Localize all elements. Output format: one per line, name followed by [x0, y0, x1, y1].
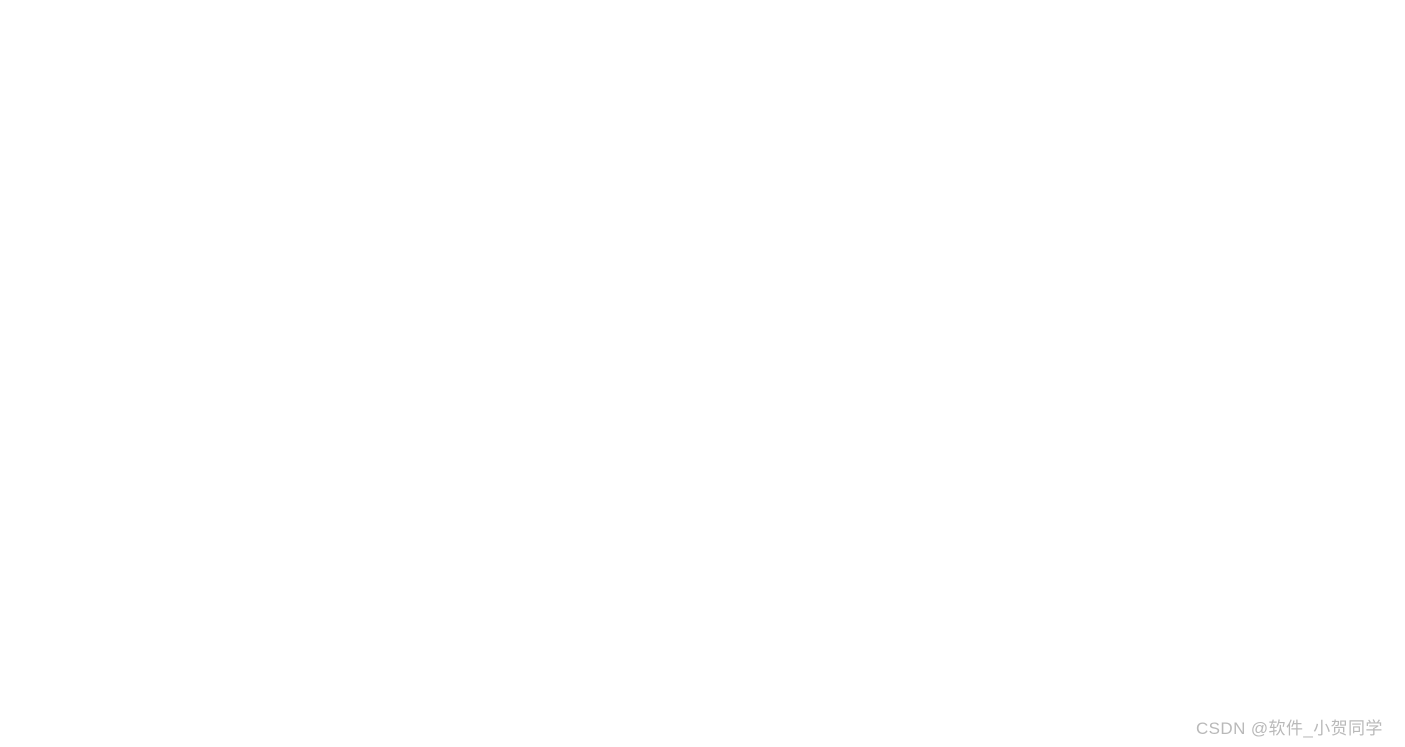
watermark-label: CSDN @软件_小贺同学: [1196, 719, 1383, 738]
